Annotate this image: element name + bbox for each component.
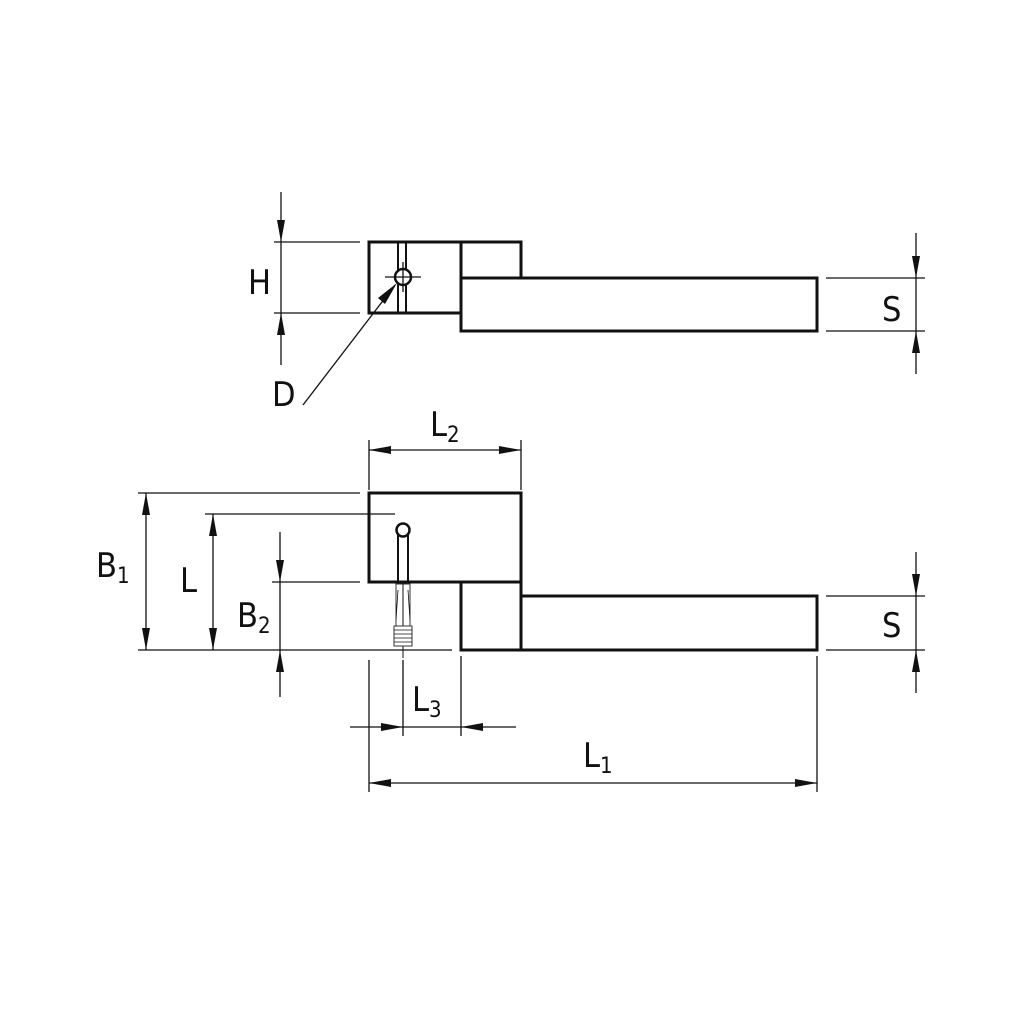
hole xyxy=(395,522,411,538)
arrow xyxy=(276,650,284,672)
arrow xyxy=(277,220,285,242)
leader-line-d xyxy=(302,284,396,406)
label-l1: L1 xyxy=(583,736,613,779)
arrow xyxy=(912,331,920,353)
arrow xyxy=(461,723,483,731)
side-view: H D S xyxy=(248,192,925,415)
arrow xyxy=(276,560,284,582)
top-view: L2 B1 L B2 S L3 xyxy=(96,405,925,792)
arrow xyxy=(142,628,150,650)
clamp-pin xyxy=(393,583,413,658)
label-l3: L3 xyxy=(412,680,442,723)
label-l: L xyxy=(180,561,197,601)
arrow xyxy=(912,256,920,278)
arrow xyxy=(142,493,150,515)
bar-side xyxy=(459,276,819,333)
clamp-block-top xyxy=(367,491,523,584)
label-l2: L2 xyxy=(430,405,460,448)
arrow xyxy=(912,574,920,596)
label-s-bottom: S xyxy=(882,606,901,646)
step-block-top xyxy=(459,580,523,652)
arrow xyxy=(912,650,920,672)
arrow xyxy=(369,446,391,454)
arrow xyxy=(277,313,285,335)
step-block-side xyxy=(459,240,523,280)
arrow xyxy=(209,628,217,650)
arrow xyxy=(369,779,391,787)
label-s-top: S xyxy=(882,290,901,330)
arrow xyxy=(499,446,521,454)
arrow xyxy=(795,779,817,787)
label-b1: B1 xyxy=(96,546,130,589)
bar-top xyxy=(519,594,819,652)
arrow xyxy=(381,723,403,731)
arrow xyxy=(378,283,397,304)
label-h: H xyxy=(248,263,271,303)
arrow xyxy=(209,514,217,536)
label-b2: B2 xyxy=(237,596,271,639)
label-d: D xyxy=(272,375,296,415)
